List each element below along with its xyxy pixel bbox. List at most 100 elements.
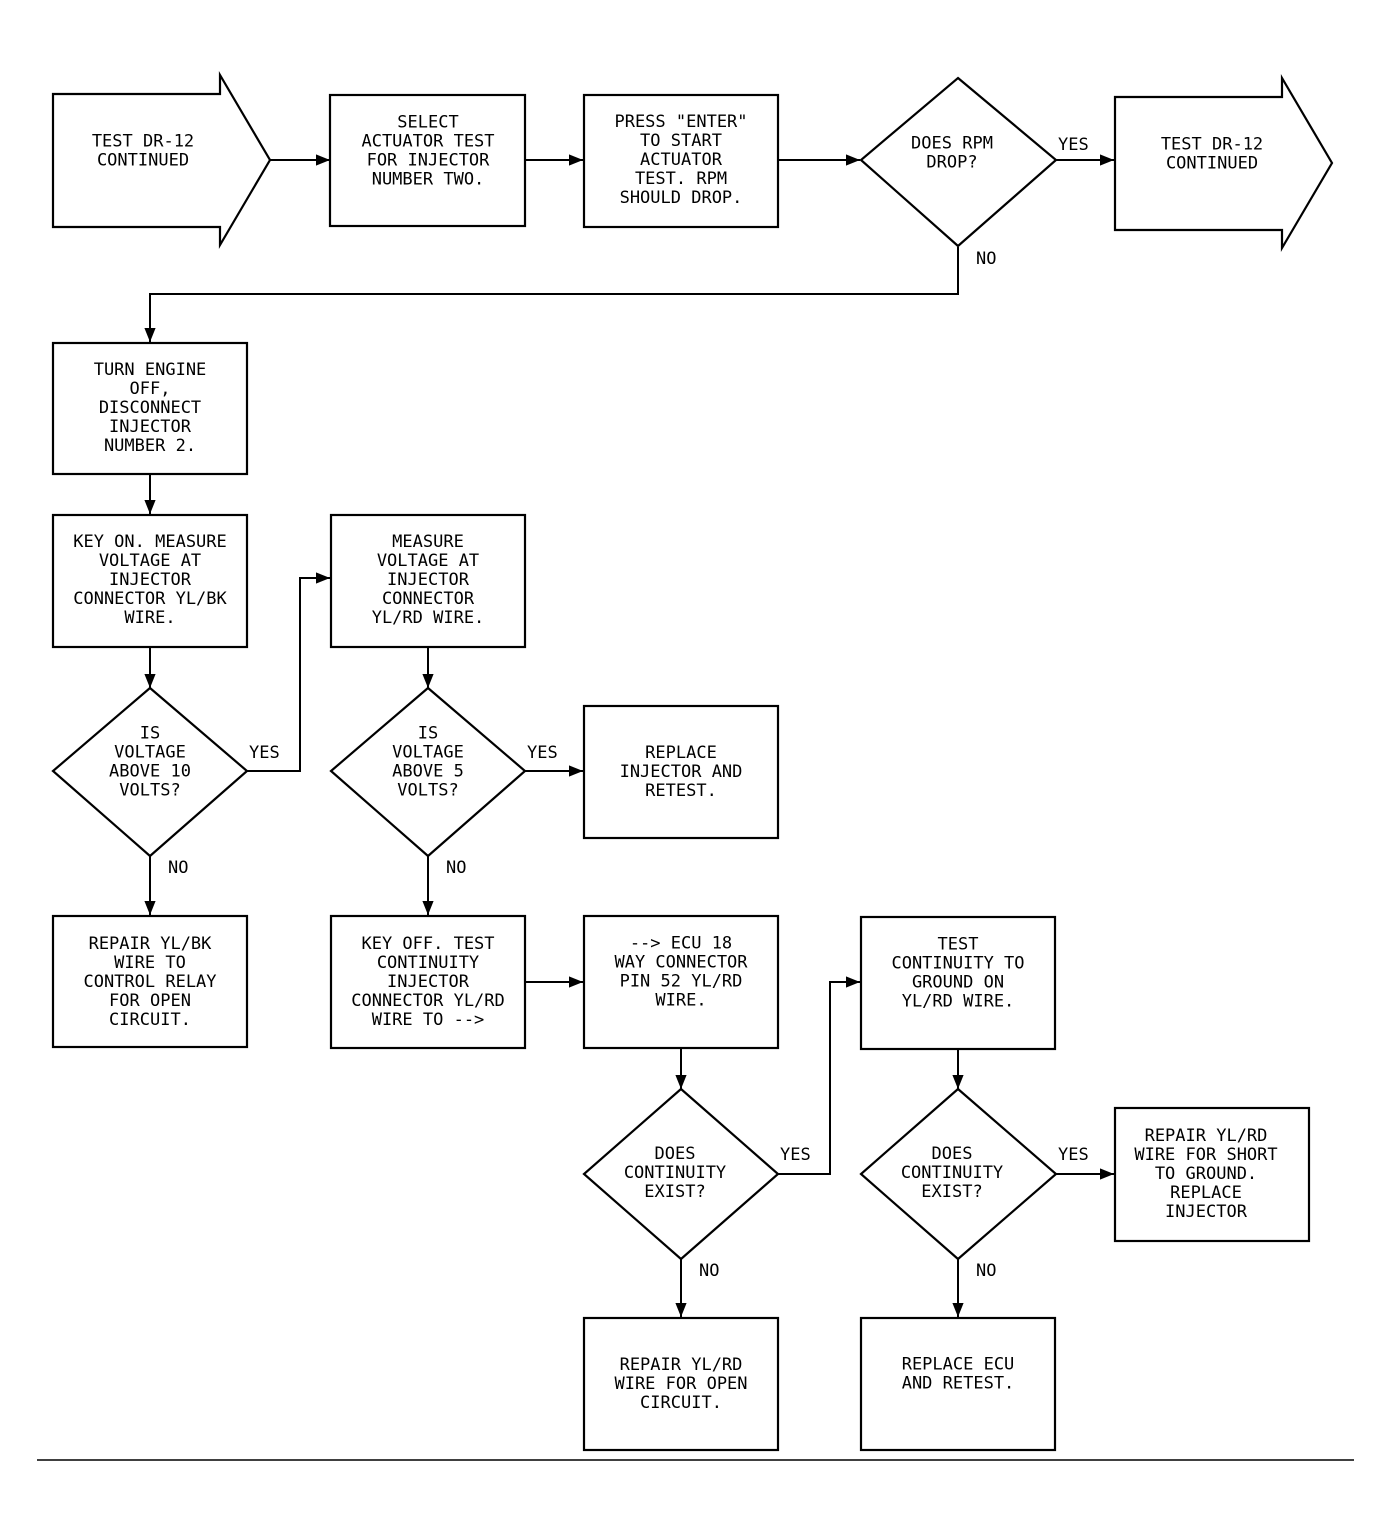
volt10-line: IS — [140, 724, 160, 744]
repair-open-line: REPAIR YL/RD — [620, 1355, 743, 1375]
repair-bk-line: FOR OPEN — [109, 991, 191, 1011]
select-line: ACTUATOR TEST — [361, 132, 494, 152]
edge-label-c2-no: NO — [976, 1261, 996, 1281]
edge-volt10-measure-yes — [247, 572, 330, 772]
cont1-line: DOES — [655, 1144, 696, 1164]
select-line: SELECT — [397, 113, 458, 133]
volt10-line: ABOVE 10 — [109, 762, 191, 782]
replace-inj-line: INJECTOR AND — [620, 762, 743, 782]
press-line: TO START — [640, 131, 722, 151]
repair-open-line: WIRE FOR OPEN — [614, 1374, 747, 1394]
key-on-line: WIRE. — [124, 608, 175, 628]
measure-line: INJECTOR — [387, 570, 470, 590]
turn-off-line: NUMBER 2. — [104, 436, 196, 456]
key-on-line: KEY ON. MEASURE — [73, 532, 227, 552]
measure-line: CONNECTOR — [382, 589, 475, 609]
cont1-line: CONTINUITY — [624, 1163, 726, 1183]
repair-open-line: CIRCUIT. — [640, 1393, 722, 1413]
cont2-line: CONTINUITY — [901, 1163, 1003, 1183]
measure-line: VOLTAGE AT — [377, 551, 479, 571]
repair-short-line: REPAIR YL/RD — [1145, 1126, 1268, 1146]
key-on-line: VOLTAGE AT — [99, 551, 201, 571]
edge-label-v10-yes: YES — [249, 743, 280, 763]
cont2-line: EXIST? — [921, 1182, 982, 1202]
edge-label-v5-yes: YES — [527, 743, 558, 763]
cont2-line: DOES — [932, 1144, 973, 1164]
repair-short-line: REPLACE — [1170, 1183, 1242, 1203]
repair-short-line: WIRE FOR SHORT — [1134, 1145, 1277, 1165]
edge-label-rpm-no: NO — [976, 249, 996, 269]
select-line: NUMBER TWO. — [372, 170, 485, 190]
cont1-line: EXIST? — [644, 1182, 705, 1202]
key-off-line: KEY OFF. TEST — [361, 934, 494, 954]
repair-bk-line: WIRE TO — [114, 953, 186, 973]
replace-ecu-line: AND RETEST. — [902, 1374, 1015, 1394]
volt10-line: VOLTS? — [119, 781, 180, 801]
ecu-line: PIN 52 YL/RD — [620, 972, 743, 992]
test-ground-line: TEST — [938, 935, 979, 955]
volt10-line: VOLTAGE — [114, 743, 186, 763]
volt5-line: IS — [418, 724, 438, 744]
ecu-line: --> ECU 18 — [630, 934, 732, 954]
edge-rpm-turnoff-no — [144, 247, 959, 342]
replace-inj-line: REPLACE — [645, 743, 717, 763]
measure-line: YL/RD WIRE. — [372, 608, 485, 628]
press-line: ACTUATOR — [640, 150, 723, 170]
volt5-line: ABOVE 5 — [392, 762, 464, 782]
edge-label-c1-no: NO — [699, 1261, 719, 1281]
rpm-drop-line: DOES RPM — [911, 134, 993, 154]
start-line: TEST DR-12 — [92, 132, 194, 152]
volt5-line: VOLTS? — [397, 781, 458, 801]
repair-bk-line: CONTROL RELAY — [83, 972, 216, 992]
start-line: CONTINUED — [97, 151, 189, 171]
press-line: TEST. RPM — [635, 169, 727, 189]
volt5-line: VOLTAGE — [392, 743, 464, 763]
edge-label-c2-yes: YES — [1058, 1145, 1089, 1165]
end-line: TEST DR-12 — [1161, 135, 1263, 155]
repair-bk-line: CIRCUIT. — [109, 1010, 191, 1030]
repair-bk-line: REPAIR YL/BK — [89, 934, 213, 954]
edge-label-v10-no: NO — [168, 858, 188, 878]
ecu-line: WAY CONNECTOR — [614, 953, 748, 973]
key-off-line: CONNECTOR YL/RD — [351, 991, 505, 1011]
repair-short-line: INJECTOR — [1165, 1202, 1248, 1222]
edge-label-v5-no: NO — [446, 858, 466, 878]
press-line: SHOULD DROP. — [620, 188, 743, 208]
key-off-line: INJECTOR — [387, 972, 470, 992]
turn-off-line: INJECTOR — [109, 417, 192, 437]
test-ground-line: YL/RD WIRE. — [902, 992, 1015, 1012]
turn-off-line: DISCONNECT — [99, 398, 201, 418]
edge-cont1-testground-yes — [778, 976, 860, 1175]
key-on-line: INJECTOR — [109, 570, 192, 590]
connectors — [144, 154, 1114, 1317]
